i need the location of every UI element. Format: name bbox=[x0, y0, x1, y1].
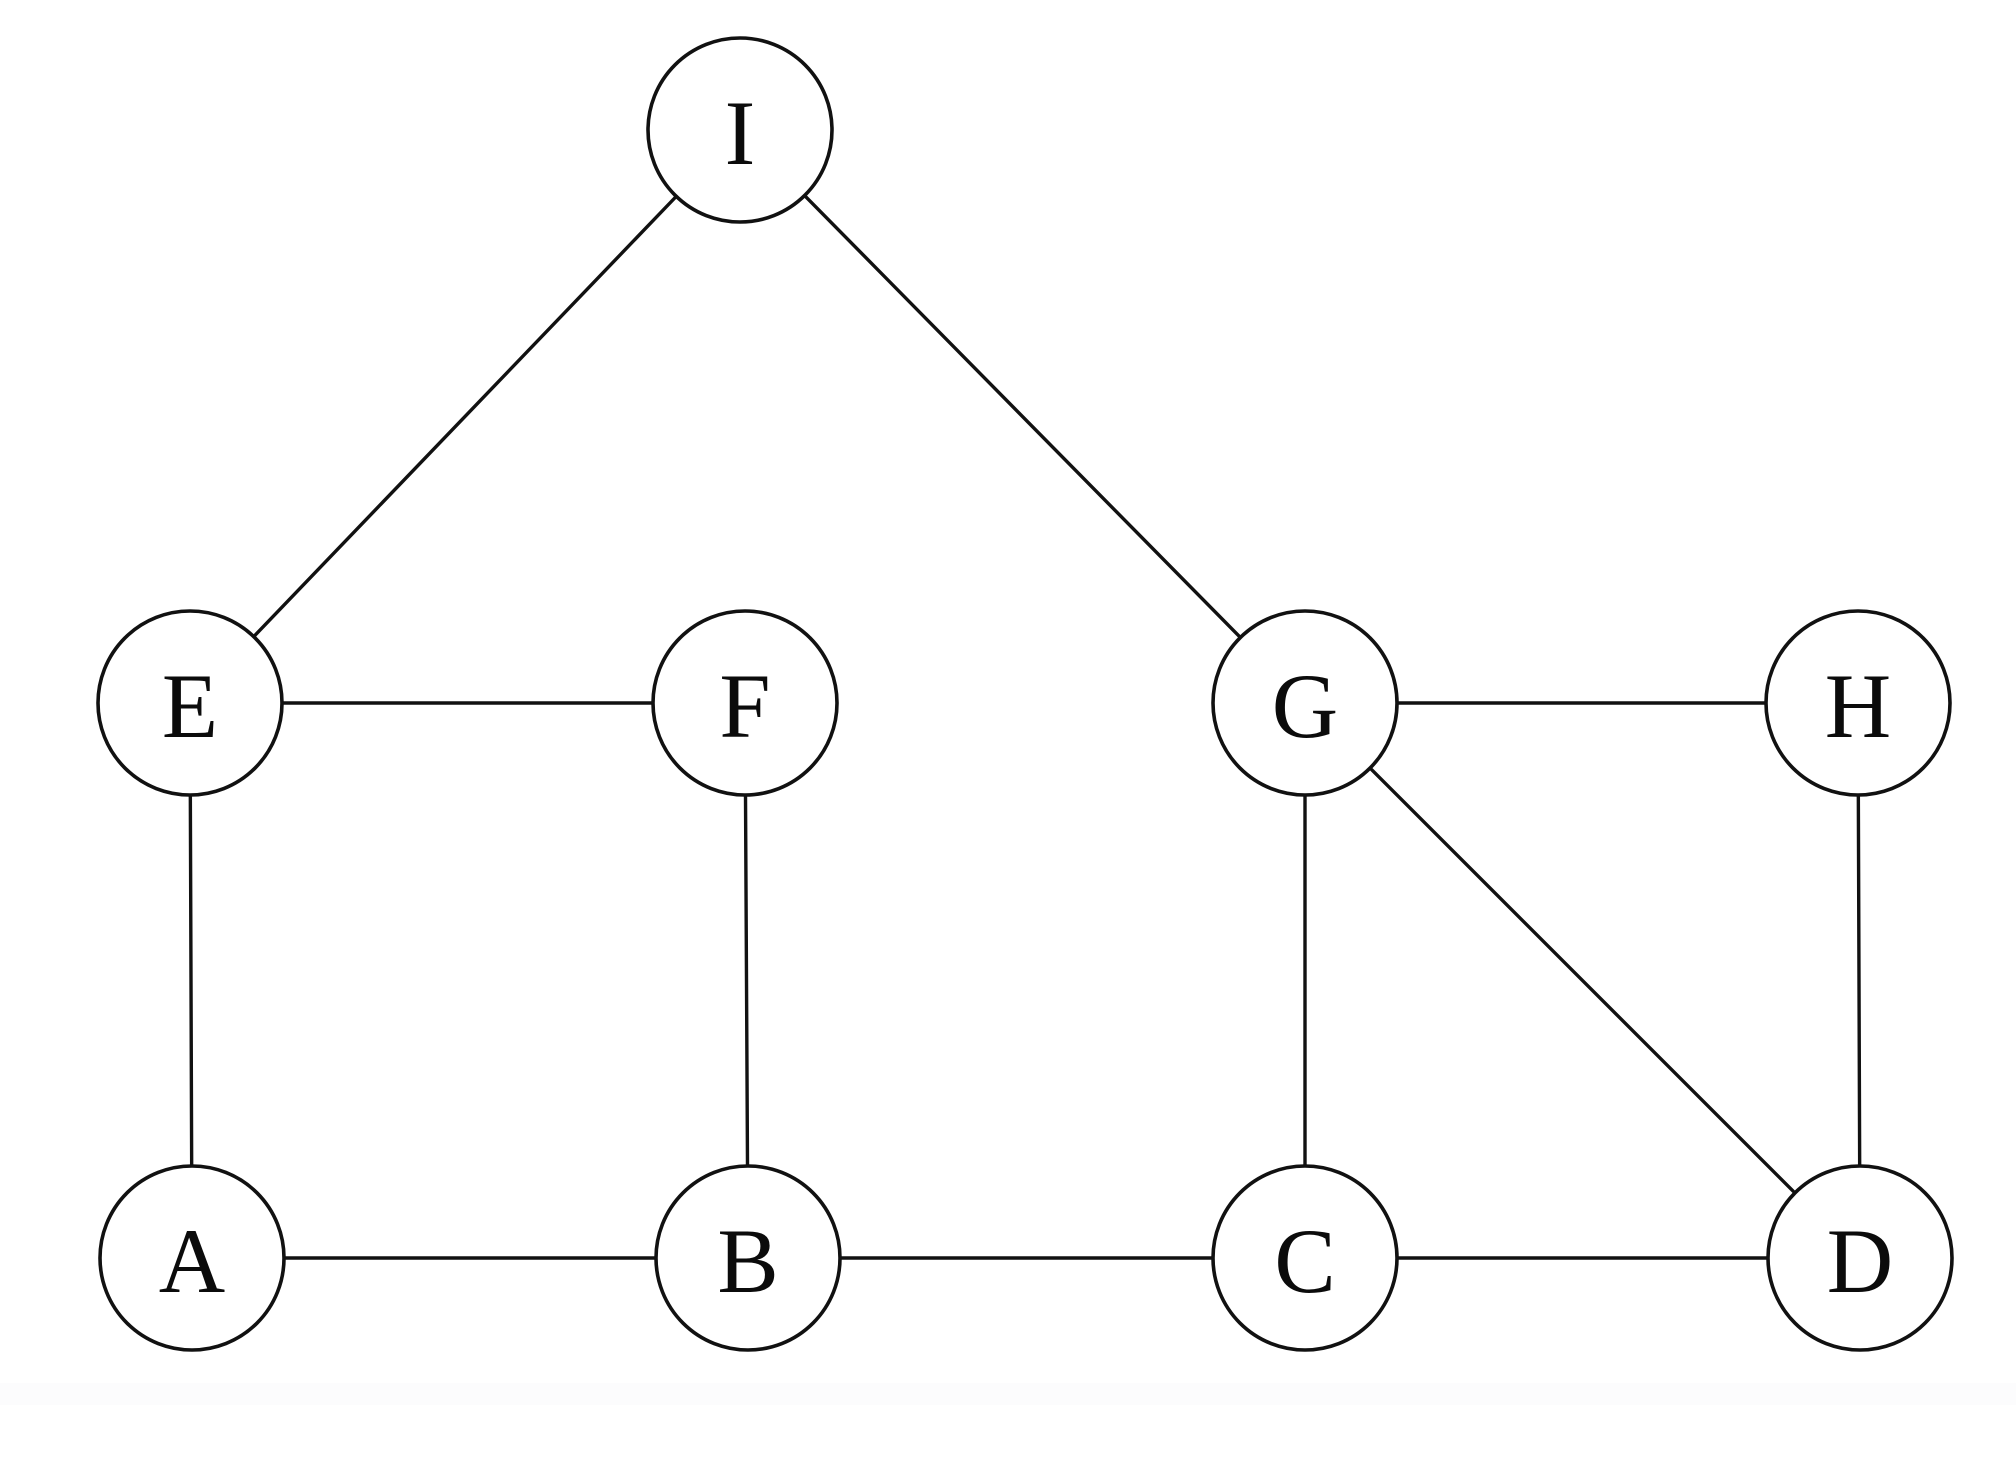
graph-node-f[interactable]: F bbox=[651, 609, 839, 797]
graph-node-circle-a[interactable] bbox=[98, 1164, 286, 1352]
graph-node-label-e: E bbox=[162, 655, 218, 757]
graph-edge-i-e bbox=[252, 194, 678, 639]
graph-node-circle-i[interactable] bbox=[646, 36, 834, 224]
graph-node-b[interactable]: B bbox=[654, 1164, 842, 1352]
graph-node-label-g: G bbox=[1272, 655, 1338, 757]
graph-edge-g-d bbox=[1368, 766, 1797, 1195]
graph-node-circle-b[interactable] bbox=[654, 1164, 842, 1352]
graph-node-label-b: B bbox=[717, 1210, 778, 1312]
graph-node-d[interactable]: D bbox=[1766, 1164, 1954, 1352]
graph-node-label-a: A bbox=[159, 1210, 225, 1312]
graph-node-circle-c[interactable] bbox=[1211, 1164, 1399, 1352]
graph-node-i[interactable]: I bbox=[646, 36, 834, 224]
graph-node-g[interactable]: G bbox=[1211, 609, 1399, 797]
graph-node-c[interactable]: C bbox=[1211, 1164, 1399, 1352]
graph-node-circle-g[interactable] bbox=[1211, 609, 1399, 797]
graph-node-label-i: I bbox=[725, 82, 756, 184]
graph-edge-i-g bbox=[802, 193, 1243, 640]
graph-edge-e-a bbox=[188, 793, 194, 1168]
graph-node-circle-f[interactable] bbox=[651, 609, 839, 797]
graph-node-circle-d[interactable] bbox=[1766, 1164, 1954, 1352]
graph-node-label-d: D bbox=[1827, 1210, 1893, 1312]
graph-node-h[interactable]: H bbox=[1764, 609, 1952, 797]
graph-node-circle-e[interactable] bbox=[96, 609, 284, 797]
edge-layer bbox=[188, 193, 1862, 1260]
graph-node-e[interactable]: E bbox=[96, 609, 284, 797]
graph-node-circle-h[interactable] bbox=[1764, 609, 1952, 797]
graph-node-label-h: H bbox=[1825, 655, 1891, 757]
graph-node-a[interactable]: A bbox=[98, 1164, 286, 1352]
graph-edge-f-b bbox=[743, 793, 750, 1168]
graph-node-label-f: F bbox=[719, 655, 770, 757]
node-layer: I E F G H A B C D bbox=[96, 36, 1954, 1352]
graph-edge-h-d bbox=[1856, 793, 1862, 1168]
graph-node-label-c: C bbox=[1274, 1210, 1335, 1312]
